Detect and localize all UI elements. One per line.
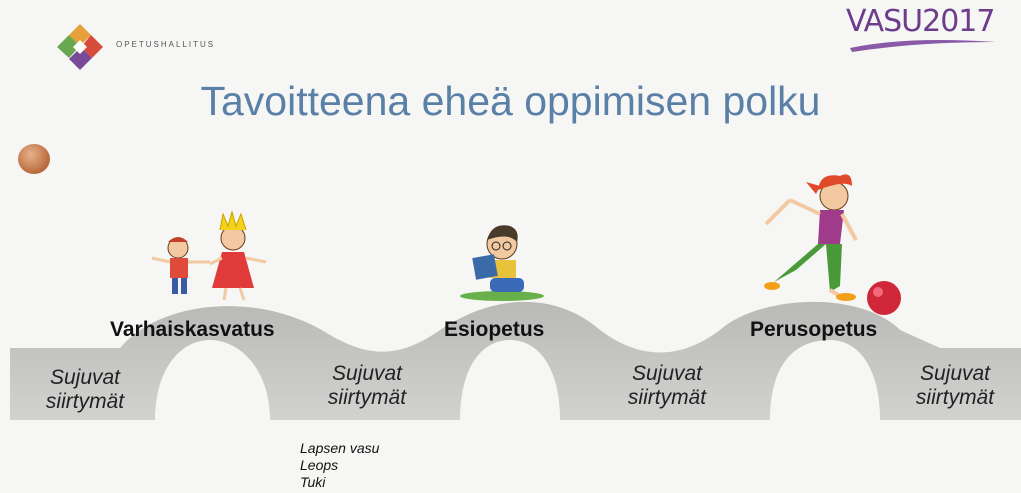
girl-kicking-ball-icon (764, 174, 901, 315)
transition-3-line2: siirtymät (627, 386, 707, 409)
stage-perusopetus: Perusopetus (750, 318, 878, 341)
transition-label-1: Sujuvat siirtymät (30, 366, 140, 414)
transition-3-line1: Sujuvat (631, 362, 703, 385)
transition-1-line2: siirtymät (45, 390, 125, 413)
transition-4-line1: Sujuvat (919, 362, 991, 385)
reading-boy-icon (460, 225, 544, 301)
vasu-swoosh-icon (850, 40, 996, 52)
note-item: Tuki (300, 474, 326, 490)
children-icon (151, 210, 267, 301)
vasu2017-logo: VASU2017 (846, 4, 995, 39)
note-item: Leops (300, 457, 339, 473)
transition-2-line2: siirtymät (327, 386, 407, 409)
transition-4-line2: siirtymät (915, 386, 995, 409)
organization-name: OPETUSHALLITUS (116, 40, 216, 49)
transition-label-3: Sujuvat siirtymät (612, 362, 722, 410)
opetushallitus-logo-icon (57, 24, 103, 70)
transition-label-4: Sujuvat siirtymät (900, 362, 1010, 410)
slide-title: Tavoitteena eheä oppimisen polku (200, 78, 821, 124)
stage-varhaiskasvatus: Varhaiskasvatus (110, 318, 275, 341)
notes-list: Lapsen vasu Leops Tuki (300, 440, 379, 491)
note-item: Lapsen vasu (300, 440, 380, 456)
path-shape (10, 301, 1021, 420)
bullet-dot (18, 144, 50, 174)
stage-esiopetus: Esiopetus (444, 318, 545, 341)
transition-1-line1: Sujuvat (49, 366, 121, 389)
transition-2-line1: Sujuvat (331, 362, 403, 385)
transition-label-2: Sujuvat siirtymät (312, 362, 422, 410)
